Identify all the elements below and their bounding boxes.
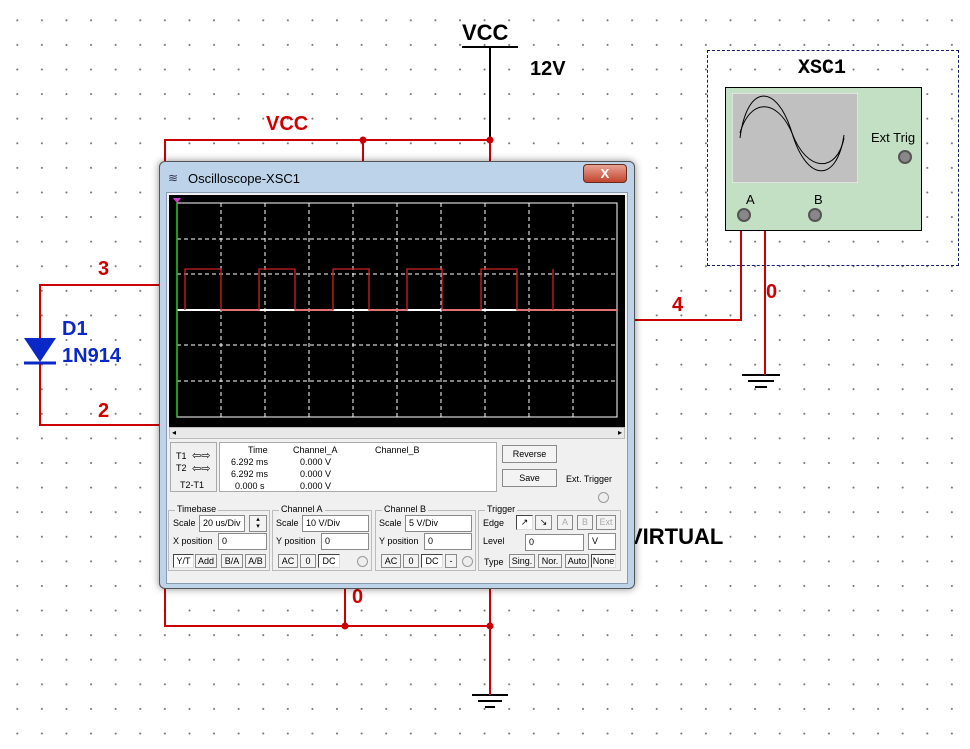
- t1-label: T1: [176, 451, 187, 461]
- mode-yt-button[interactable]: Y/T: [173, 554, 194, 568]
- x-position-label: X position: [173, 536, 213, 546]
- sine-wave-icon: [732, 93, 858, 183]
- header-channel-b: Channel_B: [375, 445, 420, 455]
- channel-a-ac-button[interactable]: AC: [278, 554, 298, 568]
- net-3-label: 3: [98, 258, 110, 280]
- terminal-a[interactable]: [737, 208, 751, 222]
- timebase-title: Timebase: [175, 504, 219, 514]
- net-vcc-label: VCC: [266, 113, 309, 135]
- channel-b-group: Channel B Scale 5 V/Div Y position 0 AC …: [375, 504, 476, 571]
- readout-table: Time Channel_A Channel_B 6.292 ms 0.000 …: [219, 442, 497, 492]
- trigger-normal-button[interactable]: Nor.: [538, 554, 562, 568]
- header-channel-a: Channel_A: [293, 445, 338, 455]
- close-button[interactable]: X: [583, 164, 627, 183]
- save-button[interactable]: Save: [502, 469, 557, 487]
- trigger-source-b[interactable]: B: [577, 515, 593, 530]
- cursor-controls: T1 ⇦⇨ T2 ⇦⇨ T2-T1: [170, 442, 217, 492]
- net-4-label: 4: [672, 294, 684, 316]
- horizontal-scrollbar[interactable]: ◂▸: [169, 427, 625, 439]
- channel-a-scale-input[interactable]: 10 V/Div: [302, 515, 369, 532]
- trigger-title: Trigger: [485, 504, 518, 514]
- net-0-label: 0: [766, 281, 778, 303]
- timebase-scale-input[interactable]: 20 us/Div: [199, 515, 245, 532]
- falling-edge-icon[interactable]: ↘: [535, 515, 552, 530]
- mode-ba-button[interactable]: B/A: [221, 554, 243, 568]
- reverse-button[interactable]: Reverse: [502, 445, 557, 463]
- net-2-label: 2: [98, 400, 110, 422]
- t1-channel-a: 0.000 V: [300, 457, 332, 467]
- ext-trigger-label: Ext. Trigger: [566, 474, 613, 484]
- trace-channel-a: [184, 268, 617, 311]
- oscilloscope-window[interactable]: ≋ Oscilloscope-XSC1 X ◂▸ T1 ⇦⇨ T2 ⇦⇨ T2-…: [159, 161, 635, 589]
- instrument-ref: XSC1: [798, 57, 847, 80]
- channel-a-zero-button[interactable]: 0: [300, 554, 316, 568]
- channel-a-ypos-input[interactable]: 0: [321, 533, 369, 550]
- channel-a-dc-button[interactable]: DC: [318, 554, 340, 568]
- x-position-input[interactable]: 0: [218, 533, 267, 550]
- terminal-ext-trig[interactable]: [898, 150, 912, 164]
- net-0-bottom-label: 0: [352, 586, 364, 608]
- channel-b-ypos-input[interactable]: 0: [424, 533, 472, 550]
- rising-edge-icon[interactable]: ↗: [516, 515, 533, 530]
- terminal-b[interactable]: [808, 208, 822, 222]
- channel-a-terminal[interactable]: [357, 556, 368, 567]
- vcc-label: VCC: [462, 20, 509, 45]
- t2-channel-a: 0.000 V: [300, 469, 332, 479]
- diode-symbol: [24, 338, 56, 365]
- t2-arrows[interactable]: ⇦⇨: [192, 463, 211, 475]
- timebase-spinner[interactable]: ▴▾: [249, 515, 267, 532]
- app-icon: ≋: [168, 171, 179, 185]
- waveform-plot: [173, 198, 618, 418]
- t1-time: 6.292 ms: [231, 457, 269, 467]
- type-label: Type: [484, 557, 504, 567]
- window-title: Oscilloscope-XSC1: [188, 171, 300, 186]
- channel-b-title: Channel B: [382, 504, 429, 514]
- oscilloscope-instrument[interactable]: XSC1 Ext Trig A B: [707, 50, 959, 266]
- level-label: Level: [483, 536, 505, 546]
- channel-b-ac-button[interactable]: AC: [381, 554, 401, 568]
- channel-b-scale-label: Scale: [379, 518, 402, 528]
- vcc-voltage: 12V: [530, 58, 566, 80]
- trigger-none-button[interactable]: None: [591, 554, 616, 568]
- mode-ab-button[interactable]: A/B: [245, 554, 266, 568]
- trigger-source-a[interactable]: A: [557, 515, 573, 530]
- timebase-group: Timebase Scale 20 us/Div ▴▾ X position 0…: [168, 504, 270, 571]
- trigger-group: Trigger Edge ↗ ↘ A B Ext Level 0 V Type …: [478, 504, 621, 571]
- t2-time: 6.292 ms: [231, 469, 269, 479]
- diode-model: 1N914: [62, 345, 121, 367]
- edge-label: Edge: [483, 518, 505, 528]
- delta-time: 0.000 s: [235, 481, 265, 491]
- virtual-label: VIRTUAL: [628, 524, 724, 549]
- header-time: Time: [248, 445, 268, 455]
- channel-a-group: Channel A Scale 10 V/Div Y position 0 AC…: [272, 504, 372, 571]
- t1-arrows[interactable]: ⇦⇨: [192, 450, 211, 462]
- channel-b-terminal[interactable]: [462, 556, 473, 567]
- trigger-level-unit[interactable]: V: [588, 533, 616, 550]
- trigger-single-button[interactable]: Sing.: [509, 554, 535, 568]
- channel-b-label: B: [814, 192, 823, 207]
- t2-t1-label: T2-T1: [180, 480, 205, 490]
- channel-b-scale-input[interactable]: 5 V/Div: [405, 515, 472, 532]
- trigger-source-ext[interactable]: Ext: [596, 515, 616, 530]
- channel-a-title: Channel A: [279, 504, 325, 514]
- ext-trigger-terminal[interactable]: [598, 492, 609, 503]
- mode-add-button[interactable]: Add: [195, 554, 217, 568]
- delta-channel-a: 0.000 V: [300, 481, 332, 491]
- timebase-scale-label: Scale: [173, 518, 196, 528]
- ext-trig-label: Ext Trig: [871, 130, 916, 145]
- channel-b-dc-button[interactable]: DC: [421, 554, 443, 568]
- diode-ref: D1: [62, 318, 88, 340]
- scope-display[interactable]: [169, 195, 625, 427]
- trigger-level-input[interactable]: 0: [525, 534, 584, 551]
- cursor-marker-icon: [173, 198, 181, 203]
- t2-label: T2: [176, 463, 187, 473]
- channel-b-invert-button[interactable]: -: [445, 554, 457, 568]
- channel-a-scale-label: Scale: [276, 518, 299, 528]
- channel-b-ypos-label: Y position: [379, 536, 419, 546]
- channel-a-ypos-label: Y position: [276, 536, 316, 546]
- channel-b-zero-button[interactable]: 0: [403, 554, 419, 568]
- channel-a-label: A: [746, 192, 755, 207]
- trigger-auto-button[interactable]: Auto: [565, 554, 589, 568]
